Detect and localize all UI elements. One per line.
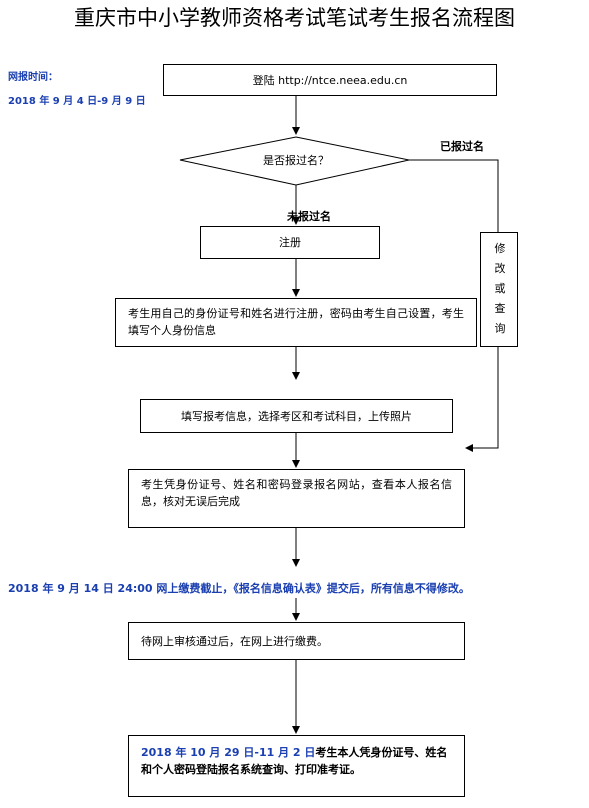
decision-text: 是否报过名？	[263, 154, 329, 167]
modify-query-char: 修	[494, 242, 506, 255]
print-ticket-text: 考生本人凭身份证号、姓名和个人密码登陆报名系统查询、打印准考证。	[141, 746, 448, 776]
registration-period-label: 网报时间：	[8, 72, 58, 83]
modify-query-char: 查	[494, 302, 506, 315]
print-ticket-box: 2018 年 10 月 29 日-11 月 2 日考生本人凭身份证号、姓名和个人…	[128, 735, 465, 797]
not-registered-label: 未报过名	[287, 210, 331, 223]
fill-info-text: 填写报考信息，选择考区和考试科目，上传照片	[181, 409, 412, 423]
register-step-text: 注册	[279, 236, 301, 249]
print-ticket-dates: 2018 年 10 月 29 日-11 月 2 日	[141, 746, 316, 759]
verify-info-text: 考生凭身份证号、姓名和密码登录报名网站，查看本人报名信息，核对无误后完成	[141, 478, 452, 508]
deadline-note: 2018 年 9 月 14 日 24:00 网上缴费截止，《报名信息确认表》提交…	[8, 582, 470, 595]
register-step-box: 注册	[200, 226, 380, 259]
modify-query-char: 询	[494, 322, 506, 335]
modify-query-char: 或	[494, 282, 506, 295]
modify-query-char: 改	[494, 262, 506, 275]
modify-query-box: 修 改 或 查 询	[480, 232, 518, 347]
already-registered-label: 已报过名	[440, 140, 484, 153]
id-registration-text: 考生用自己的身份证号和姓名进行注册，密码由考生自己设置，考生填写个人身份信息	[128, 307, 464, 337]
page-title: 重庆市中小学教师资格考试笔试考生报名流程图	[74, 6, 515, 30]
login-step-box: 登陆 http://ntce.neea.edu.cn	[163, 64, 497, 96]
login-step-text: 登陆 http://ntce.neea.edu.cn	[252, 73, 408, 87]
registration-period-dates: 2018 年 9 月 4 日-9 月 9 日	[8, 96, 146, 107]
id-registration-box: 考生用自己的身份证号和姓名进行注册，密码由考生自己设置，考生填写个人身份信息	[115, 298, 477, 347]
verify-info-box: 考生凭身份证号、姓名和密码登录报名网站，查看本人报名信息，核对无误后完成	[128, 469, 465, 528]
payment-text: 待网上审核通过后，在网上进行缴费。	[141, 635, 328, 648]
payment-box: 待网上审核通过后，在网上进行缴费。	[128, 622, 465, 660]
fill-info-box: 填写报考信息，选择考区和考试科目，上传照片	[140, 399, 453, 433]
